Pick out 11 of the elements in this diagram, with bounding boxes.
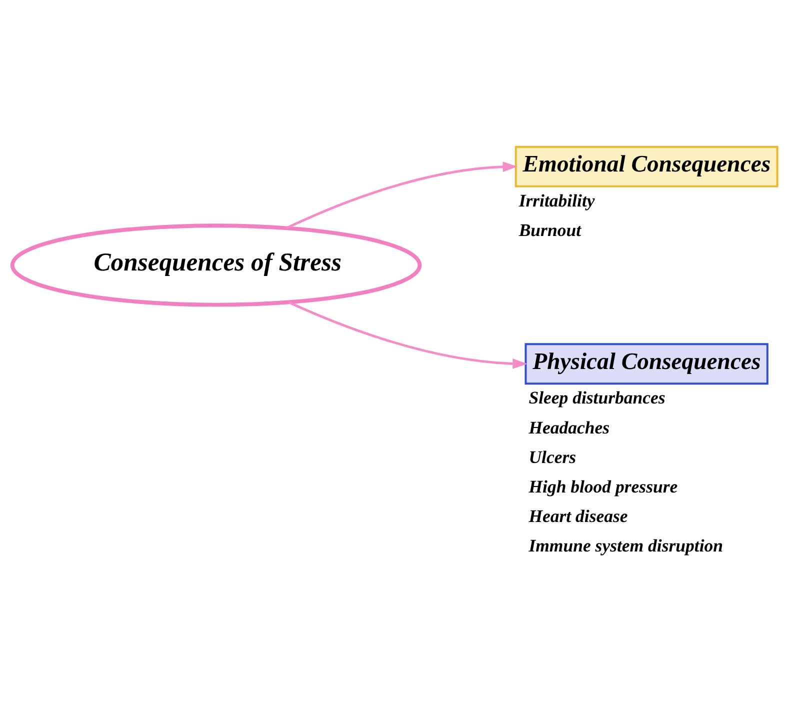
node-label: Burnout [518,220,582,240]
node-label: High blood pressure [528,476,678,496]
node-label: Ulcers [528,446,576,467]
arrow [288,301,528,369]
node-label: Immune system disruption [528,536,724,556]
node-label: Irritability [518,190,595,210]
node-label: Headaches [528,417,610,438]
arrow [286,162,518,230]
node-label: Heart disease [528,506,628,526]
node-label: Sleep disturbances [528,388,666,408]
node-ellipse: Consequences of Stress [10,224,422,307]
